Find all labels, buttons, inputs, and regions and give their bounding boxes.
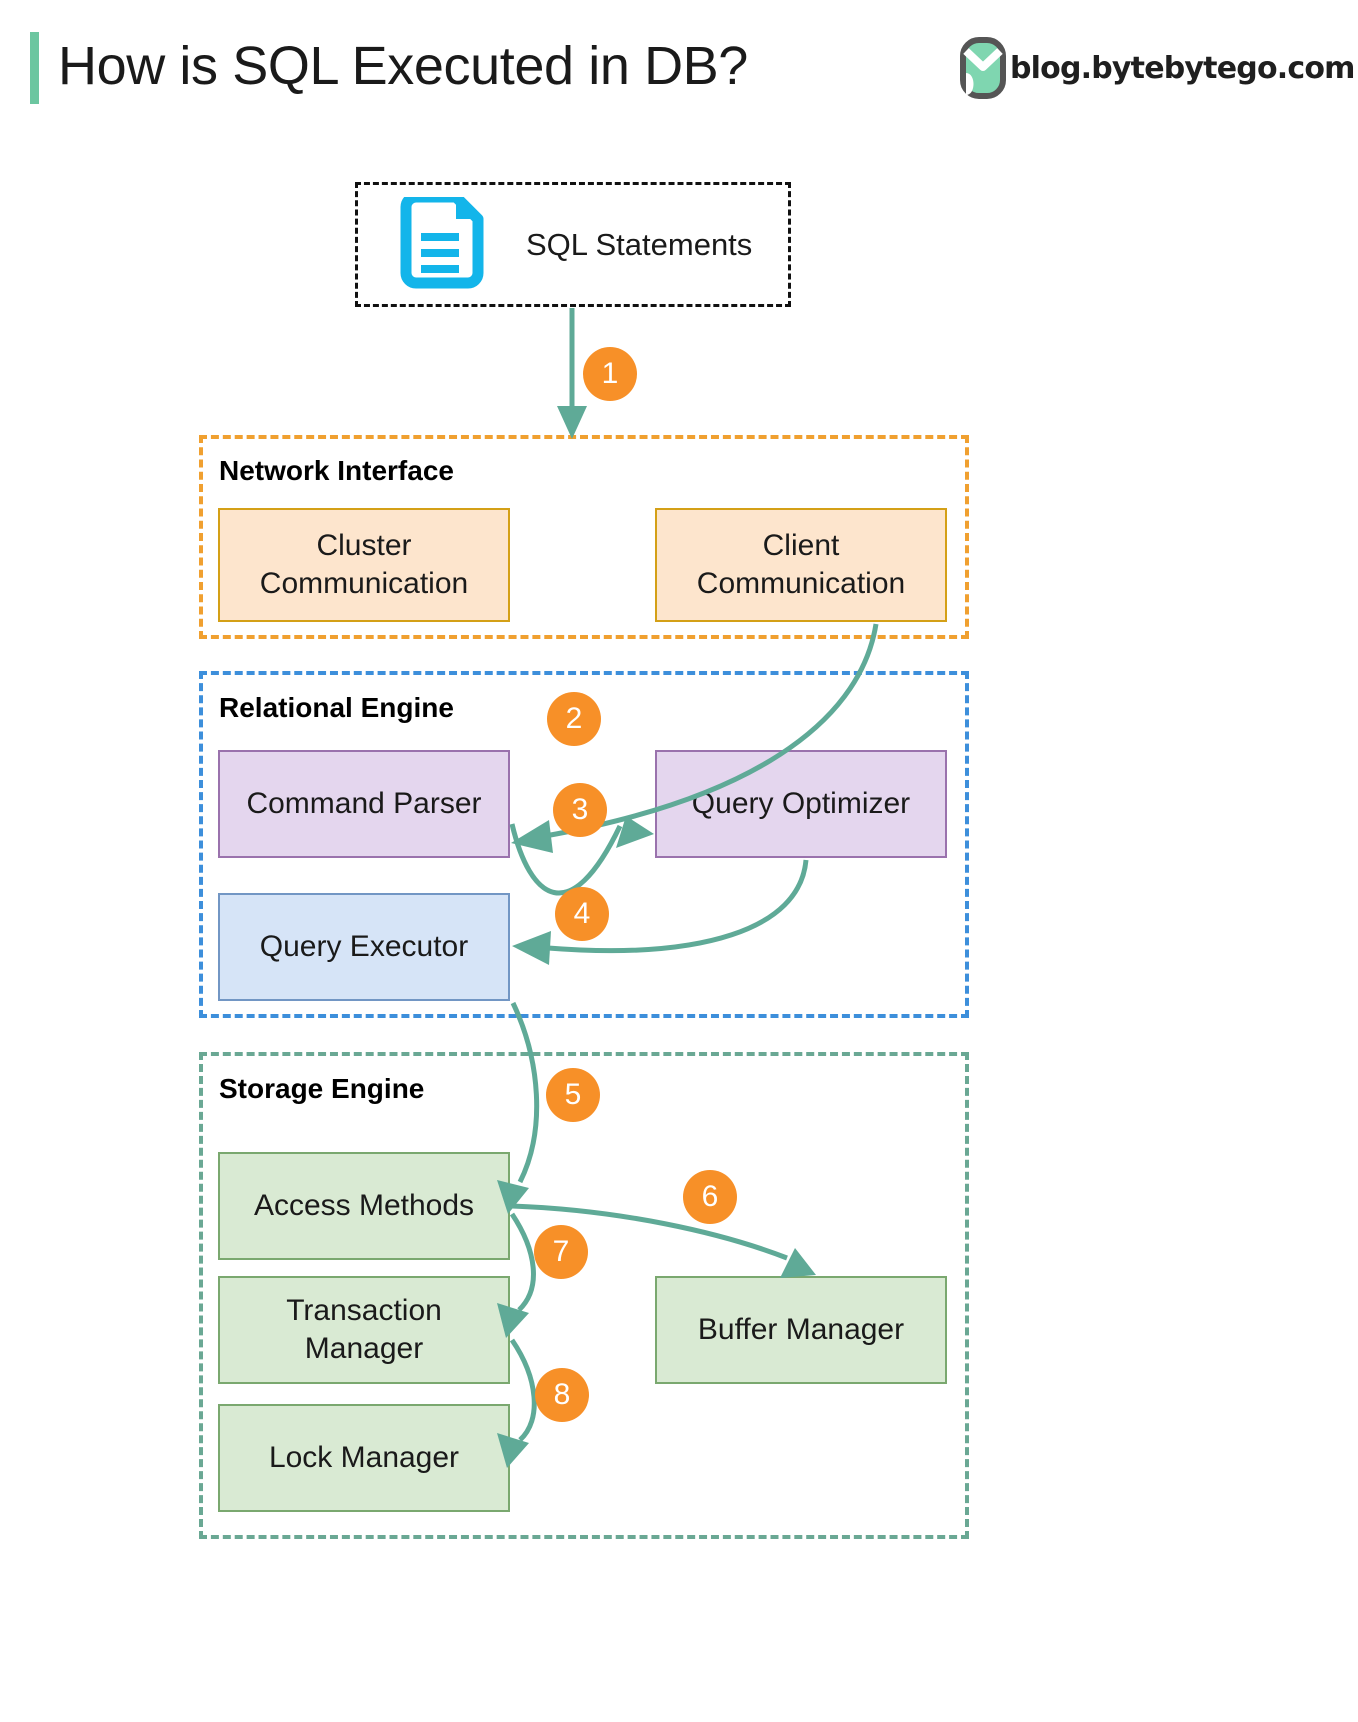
- step-badge-5: 5: [546, 1068, 600, 1122]
- node-cluster-communication[interactable]: Cluster Communication: [218, 508, 510, 622]
- step-badge-4: 4: [555, 887, 609, 941]
- node-cluster-communication-line1: Cluster: [316, 528, 412, 562]
- step-badge-8: 8: [535, 1368, 589, 1422]
- node-client-communication-line1: Client: [762, 528, 840, 562]
- node-query-executor[interactable]: Query Executor: [218, 893, 510, 1001]
- page-title: How is SQL Executed in DB?: [58, 36, 748, 96]
- brand-url-text: blog.bytebytego.com: [1010, 50, 1355, 86]
- node-cluster-communication-line2: Communication: [259, 567, 469, 600]
- document-icon: [400, 196, 484, 288]
- group-storage-engine: [199, 1052, 969, 1539]
- group-network-interface-title: Network Interface: [219, 455, 454, 486]
- step-badge-1: 1: [583, 347, 637, 401]
- node-transaction-manager-line2: Manager: [304, 1332, 424, 1365]
- node-transaction-manager-line1: Transaction: [286, 1293, 442, 1327]
- node-buffer-manager[interactable]: Buffer Manager: [655, 1276, 947, 1384]
- node-query-optimizer[interactable]: Query Optimizer: [655, 750, 947, 858]
- node-lock-manager[interactable]: Lock Manager: [218, 1404, 510, 1512]
- title-accent-bar: [30, 32, 39, 104]
- sql-statements-box: SQL Statements: [355, 182, 791, 307]
- header: How is SQL Executed in DB? blog.bytebyte…: [0, 0, 1358, 140]
- node-command-parser[interactable]: Command Parser: [218, 750, 510, 858]
- step-badge-2: 2: [547, 692, 601, 746]
- group-relational-engine-title: Relational Engine: [219, 692, 454, 723]
- node-client-communication[interactable]: Client Communication: [655, 508, 947, 622]
- step-badge-3: 3: [553, 783, 607, 837]
- group-storage-engine-title: Storage Engine: [219, 1073, 425, 1104]
- step-badge-6: 6: [683, 1170, 737, 1224]
- step-badge-7: 7: [534, 1225, 588, 1279]
- brand: blog.bytebytego.com: [960, 36, 1355, 100]
- node-client-communication-line2: Communication: [696, 567, 906, 600]
- sql-statements-label: SQL Statements: [526, 226, 753, 262]
- node-transaction-manager[interactable]: Transaction Manager: [218, 1276, 510, 1384]
- bytebytego-logo-icon: [960, 37, 1006, 99]
- node-access-methods[interactable]: Access Methods: [218, 1152, 510, 1260]
